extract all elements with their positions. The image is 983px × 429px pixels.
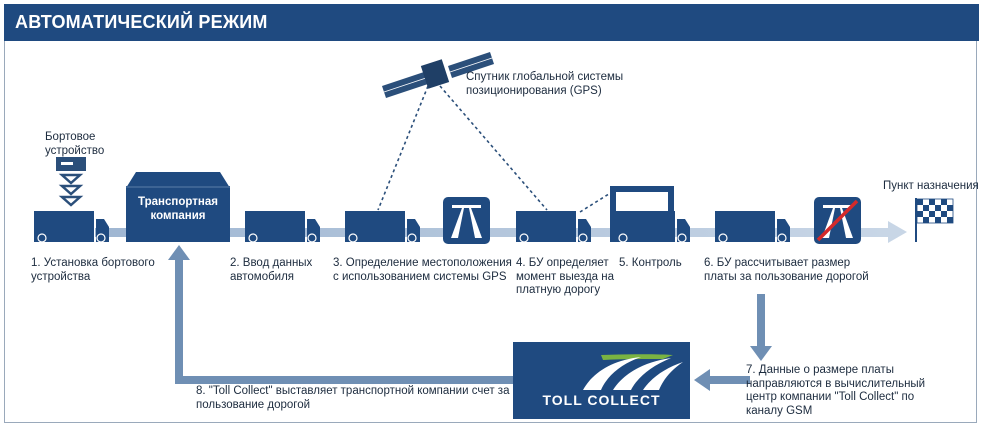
data-flow-arrow-left [694,369,750,391]
step-label: 4. БУ определяет момент выезда на платну… [516,257,615,296]
header-bar: АВТОМАТИЧЕСКИЙ РЕЖИМ [4,4,979,41]
truck-icon [615,211,690,243]
step-label: 3. Определение местоположения с использо… [333,257,512,283]
data-flow-arrow-down [750,294,772,361]
truck-icon [34,211,109,243]
step-label: 8. "Toll Collect" выставляет транспортно… [196,385,510,411]
onboard-device-icon [56,157,86,207]
toll-collect-logo: TOLL COLLECT [513,342,690,419]
transport-company-building [126,172,230,242]
satellite-icon [382,52,494,98]
transport-company-label: Транспортная компания [138,196,218,222]
diagram-frame [4,41,977,423]
step-label: 6. БУ рассчитывает размер платы за польз… [704,257,869,283]
road-arrow [95,221,907,243]
truck-icon [516,211,591,243]
truck-icon [345,211,420,243]
step-label: 2. Ввод данных автомобиля [230,257,313,283]
end-motorway-sign-icon [814,197,861,244]
truck-icon [715,211,790,243]
satellite-label: Спутник глобальной системы позиционирова… [466,71,624,97]
billing-arrow [168,245,514,384]
truck-icon [245,211,320,243]
destination-label: Пункт назначения [883,180,979,192]
step-label: 5. Контроль [619,257,682,269]
gps-signal-lines [377,85,613,213]
step-label: 7. Данные о размере платы направляются в… [746,364,926,417]
road-logo-icon [583,354,683,390]
page-title: АВТОМАТИЧЕСКИЙ РЕЖИМ [15,12,268,32]
motorway-sign-icon [443,197,490,244]
step-label: 1. Установка бортового устройства [31,257,155,283]
checkered-flag-icon [915,198,954,242]
toll-collect-logo-text: TOLL COLLECT [542,392,661,408]
onboard-device-label: Бортовое устройство [45,131,105,157]
